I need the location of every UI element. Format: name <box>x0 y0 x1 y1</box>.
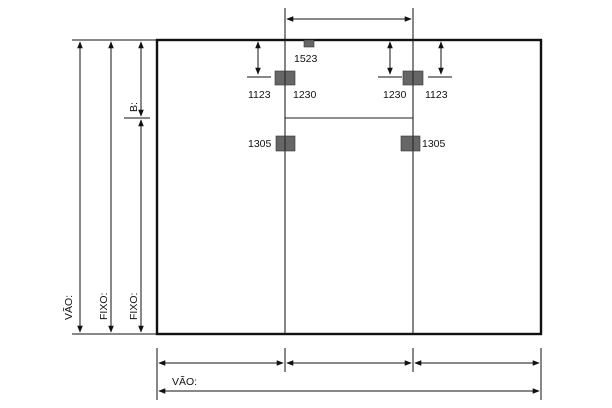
fixo-vertical-label-2: FIXO: <box>128 293 140 320</box>
right-lower-split <box>412 136 414 151</box>
vao-horizontal-label: VÃO: <box>172 375 197 388</box>
part-1523-block <box>303 39 315 48</box>
right-lower-block <box>400 135 421 152</box>
left-lower-split <box>284 136 286 151</box>
b-dim-label: B: <box>128 102 140 112</box>
part-1523-label: 1523 <box>294 53 318 65</box>
part-right-lower-label: 1305 <box>422 138 446 150</box>
vao-vertical-label: VÃO: <box>62 295 75 320</box>
fixo-vertical-label-1: FIXO: <box>98 293 110 320</box>
left-hinge-split <box>284 71 286 85</box>
part-left-spacer-label: 1123 <box>248 89 271 101</box>
right-hinge-split <box>412 71 414 85</box>
part-left-lower-label: 1305 <box>248 138 272 150</box>
part-right-hinge-label: 1230 <box>383 89 407 101</box>
part-right-spacer-label: 1123 <box>425 89 448 101</box>
outer-frame <box>155 38 543 336</box>
part-left-hinge-label: 1230 <box>293 89 317 101</box>
